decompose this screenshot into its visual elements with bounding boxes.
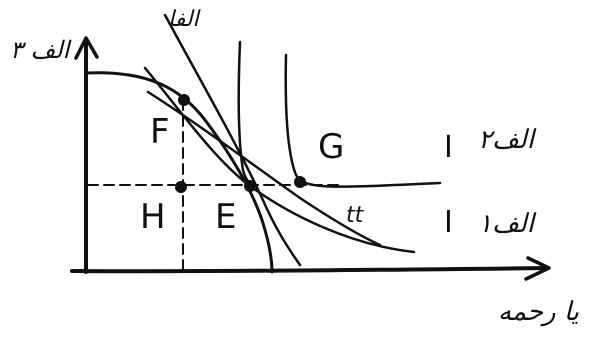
x-axis: [70, 266, 550, 274]
point-e-label: E: [215, 197, 236, 237]
x-axis-label: يا رحمه: [498, 297, 579, 327]
steep-budget-line: [163, 13, 302, 267]
low-curve-label: الف١: [478, 209, 537, 239]
low-curve-roman: I: [444, 205, 453, 240]
mid-curve-roman: I: [444, 130, 453, 165]
top-curve-label: الفا: [168, 7, 202, 32]
point-h-dot: [175, 181, 187, 193]
point-g-label: G: [318, 127, 344, 167]
point-e-dot: [244, 180, 256, 192]
x-axis-arrowhead: [524, 256, 551, 281]
y-axis-arrowhead: [74, 36, 99, 60]
concave-frontier-curve: [84, 71, 274, 274]
point-f-label: F: [150, 112, 170, 152]
tangent-line: [146, 90, 382, 247]
y-axis-label: الف ٣: [10, 36, 72, 64]
point-f-dot: [178, 94, 190, 106]
point-g-dot: [294, 176, 306, 188]
tangent-line-label: tt: [346, 203, 365, 228]
indifference-curve-mid: [284, 53, 442, 188]
mid-curve-label: الف٢: [478, 125, 537, 155]
point-h-label: H: [140, 197, 166, 237]
